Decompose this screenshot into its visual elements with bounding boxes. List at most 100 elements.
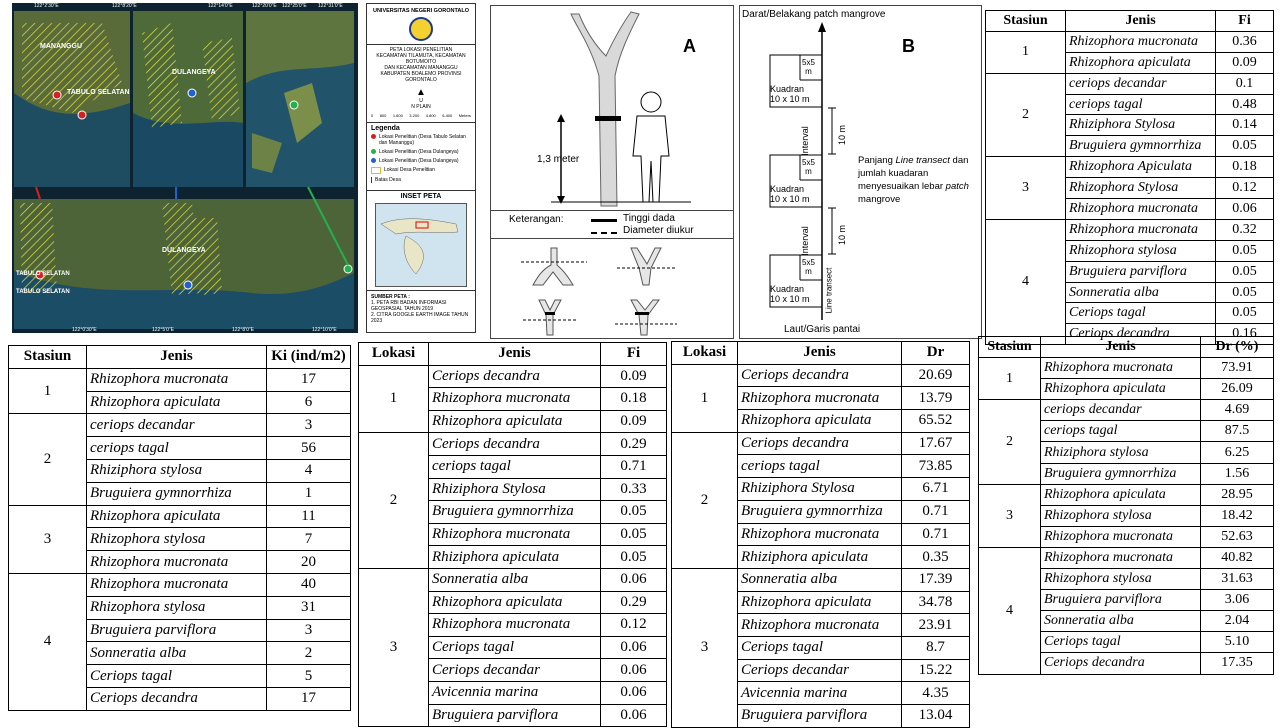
species-cell: Bruguiera gymnorrhiza [86,481,267,506]
figure-b: Darat/Belakang patch mangrove B 5x5 m Ku… [739,5,982,339]
species-cell: Bruguiera gymnorrhiza [428,500,601,524]
station-cell: 2 [978,399,1041,485]
station-cell: 1 [358,364,429,434]
species-cell: Sonneratia alba [1065,281,1216,304]
station-cell: 3 [8,504,87,574]
species-cell: Rhizophora apiculata [1040,378,1201,401]
value-cell: 4 [266,458,351,483]
source-line: 1. PETA RBI BADAN INFORMASI GEOSPASIAL T… [371,300,447,312]
tree-measurement-diagram [551,11,691,207]
coordinate-label: 122°20'0"E [252,3,277,9]
yellow-box-icon [371,167,381,174]
legend-item: Batas Desa [371,177,471,183]
species-cell: Avicennia marina [737,681,902,705]
species-cell: Rhiziphora apiculata [428,545,601,569]
species-cell: Ceriops decandra [737,363,902,388]
species-cell: Rhizophora mucronata [1040,546,1201,570]
value-cell: 0.05 [1215,260,1274,283]
column-header: Stasiun [985,10,1066,32]
species-cell: Bruguiera gymnorrhiza [737,499,902,524]
species-cell: Bruguiera parviflora [86,618,267,643]
scale-bar: 0 800 1.600 3.200 4.800 6.400 Meters [367,113,475,118]
species-cell: ceriops tagal [737,454,902,479]
station-cell: 4 [985,218,1066,346]
station-cell: 4 [8,572,87,711]
value-cell: 8.7 [901,635,970,660]
value-cell: 34.78 [901,590,970,615]
value-cell: 5 [266,664,351,688]
value-cell: 0.06 [600,567,667,592]
species-cell: Rhiziphora Stylosa [737,477,902,501]
map-title-line: DAN KECAMATAN MANANGGU [384,65,458,71]
value-cell: 0.71 [600,454,667,479]
species-cell: Rhizophora apiculata [428,409,601,434]
species-cell: Rhizophora mucronata [428,522,601,547]
species-cell: Ceriops tagal [737,635,902,660]
column-header: Jenis [1040,335,1201,359]
ten-m-label: 10 m [837,224,848,246]
species-cell: ceriops decandar [1065,72,1216,95]
station-cell: 1 [978,357,1041,401]
value-cell: 6 [266,390,351,415]
coordinate-label: 122°0'30"E [72,327,97,333]
value-cell: 4.35 [901,681,970,705]
quadrant-size: 10 x 10 m [770,94,810,104]
coordinate-label: 122°25'0"E [282,3,307,9]
value-cell: 6.71 [901,477,970,501]
scale-tick: 1.600 [392,113,403,118]
value-cell: 20 [266,550,351,574]
blue-dot-icon [371,158,376,163]
species-cell: Rhizophora mucronata [1040,357,1201,380]
map-title-line: KECAMATAN TILAMUTA, KECAMATAN BOTUMOITO [376,53,466,65]
species-cell: Rhizophora stylosa [1065,239,1216,262]
species-cell: Bruguiera parviflora [428,703,601,728]
species-cell: Ceriops tagal [1065,302,1216,325]
station-cell: 3 [671,567,738,728]
species-cell: Sonneratia alba [86,641,267,666]
satellite-map-panels [14,11,354,329]
ten-m-label: 10 m [837,124,848,146]
species-cell: Ceriops decandra [86,686,267,711]
inset-map [375,203,467,287]
species-cell: Rhizophora mucronata [1065,30,1216,53]
species-cell: Ceriops decandra [1040,652,1201,675]
species-cell: Avicennia marina [428,680,601,705]
value-cell: 0.29 [600,432,667,456]
value-cell: 0.05 [600,522,667,547]
value-cell: 56 [266,436,351,460]
value-cell: 0.06 [600,680,667,705]
map-legend-panel: UNIVERSITAS NEGERI GORONTALO PETA LOKASI… [366,3,476,333]
species-cell: Sonneratia alba [737,567,902,592]
bottom-label: Laut/Garis pantai [784,324,861,335]
station-cell: 3 [358,567,429,728]
species-cell: Rhizophora apiculata [737,409,902,433]
value-cell: 40.82 [1200,546,1274,570]
species-cell: Bruguiera gymnorrhiza [1065,135,1216,158]
value-cell: 0.05 [1215,302,1274,325]
figure-a: A 1,3 meter Keterangan: Tinggi dada Diam… [490,5,734,339]
